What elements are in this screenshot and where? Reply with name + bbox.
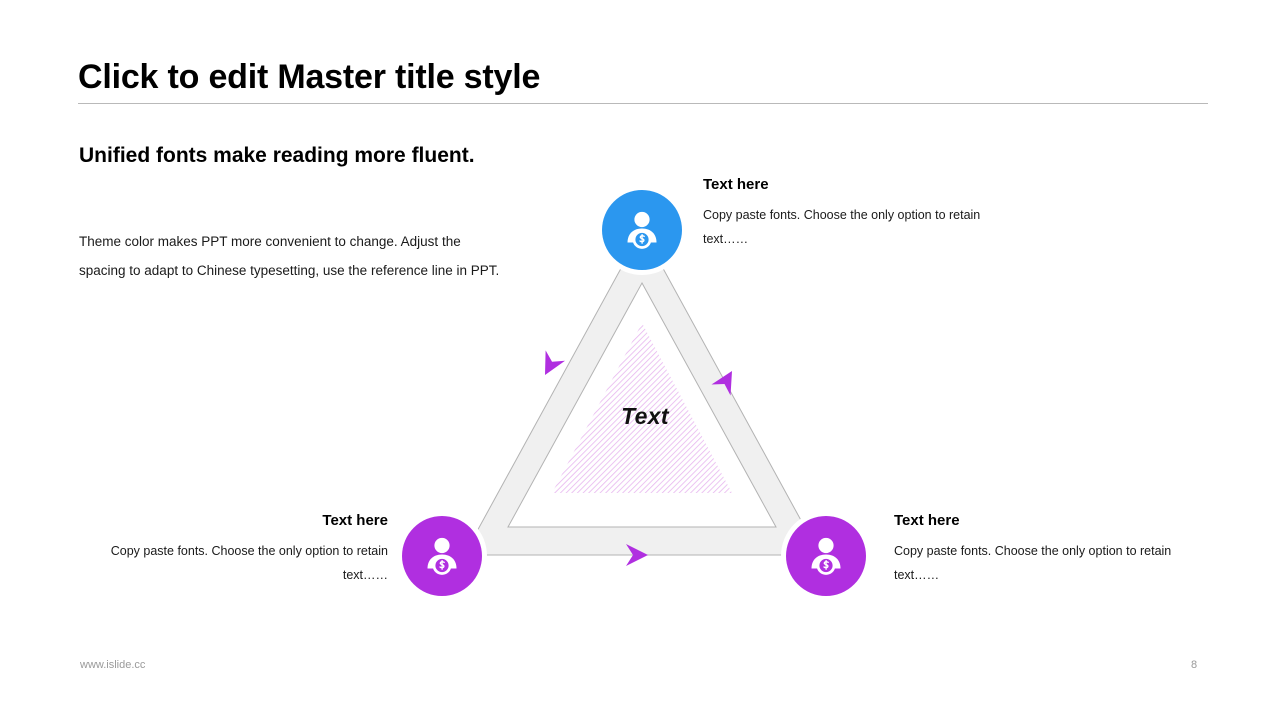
node-top[interactable] [602,190,682,270]
triangle-diagram: Text [380,175,910,615]
callout-title: Text here [322,512,388,529]
callout-body: Copy paste fonts. Choose the only option… [894,544,1172,583]
person-dollar-icon [427,537,457,575]
footer-page-number: 8 [1190,659,1198,671]
triangle-graphics [463,228,821,566]
callout-title: Text here [703,176,769,193]
person-dollar-icon [627,211,657,249]
node-left[interactable] [402,516,482,596]
title-divider [78,103,1208,104]
arrow-left-edge [545,350,566,375]
intro-heading[interactable]: Unified fonts make reading more fluent. [79,144,475,167]
callout-body: Copy paste fonts. Choose the only option… [703,208,981,247]
arrow-bottom-edge [626,544,648,566]
node-right[interactable] [786,516,866,596]
footer-url[interactable]: www.islide.cc [80,659,146,671]
callout-right[interactable]: Text here Copy paste fonts. Choose the o… [894,512,1194,588]
person-dollar-icon [811,537,841,575]
page-title[interactable]: Click to edit Master title style [78,58,541,96]
arrow-right-edge [711,371,732,396]
diagram-center-label: Text [621,403,669,429]
callout-top[interactable]: Text here Copy paste fonts. Choose the o… [703,176,1003,252]
intro-body[interactable]: Theme color makes PPT more convenient to… [79,234,500,279]
callout-body: Copy paste fonts. Choose the only option… [110,544,388,583]
callout-left[interactable]: Text here Copy paste fonts. Choose the o… [88,512,388,588]
inner-hatched-triangle [552,323,732,493]
callout-title: Text here [894,512,960,529]
